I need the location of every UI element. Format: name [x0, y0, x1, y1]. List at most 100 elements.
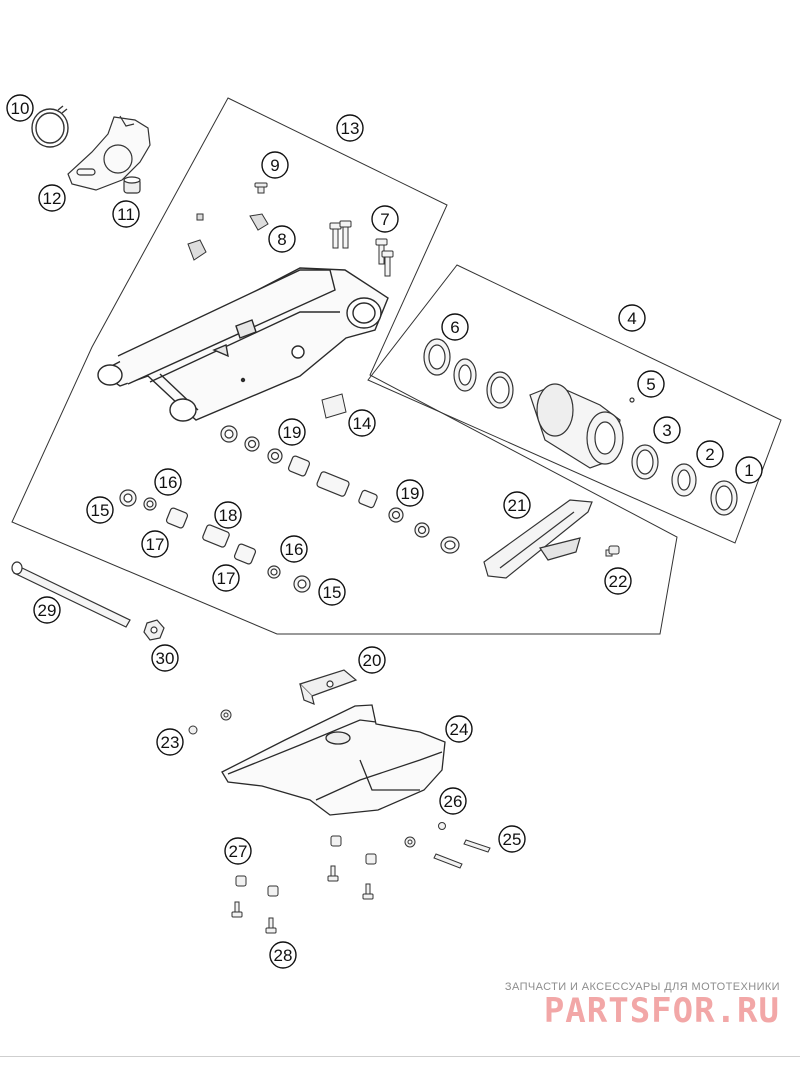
- callout-10: 10: [6, 94, 34, 122]
- callout-circle: [224, 837, 252, 865]
- watermark-logo: PARTSFOR.RU: [544, 991, 780, 1031]
- part-7-bolts: [329, 220, 394, 277]
- callout-number: 26: [444, 792, 463, 811]
- callout-circle: [439, 787, 467, 815]
- bottom-rule: [0, 1056, 800, 1057]
- callout-15b: 15: [318, 578, 346, 606]
- callout-20: 20: [358, 646, 386, 674]
- callout-number: 15: [323, 583, 342, 602]
- callout-30: 30: [151, 644, 179, 672]
- callout-18: 18: [214, 501, 242, 529]
- callout-number: 8: [277, 230, 286, 249]
- callout-17b: 17: [212, 564, 240, 592]
- callout-23: 23: [156, 728, 184, 756]
- callout-number: 14: [353, 414, 372, 433]
- callout-group: 1234567891011121314151516161717181919202…: [6, 94, 763, 969]
- callout-number: 23: [161, 733, 180, 752]
- swingarm-group-frame: [11, 97, 678, 635]
- callout-number: 20: [363, 651, 382, 670]
- callout-28: 28: [269, 941, 297, 969]
- callout-2: 2: [696, 440, 724, 468]
- callout-circle: [318, 578, 346, 606]
- callout-number: 22: [609, 572, 628, 591]
- watermark-tagline: ЗАПЧАСТИ И АКСЕССУАРЫ ДЛЯ МОТОТЕХНИКИ: [505, 981, 780, 993]
- callout-22: 22: [604, 567, 632, 595]
- part-23-nuts: [188, 709, 232, 735]
- callout-circle: [156, 728, 184, 756]
- callout-number: 16: [159, 473, 178, 492]
- callout-26: 26: [439, 787, 467, 815]
- callout-29: 29: [33, 596, 61, 624]
- callout-number: 4: [627, 309, 636, 328]
- part-13-swingarm: [97, 267, 389, 422]
- callout-16b: 16: [280, 535, 308, 563]
- callout-9: 9: [261, 151, 289, 179]
- callout-14: 14: [348, 409, 376, 437]
- callout-25: 25: [498, 825, 526, 853]
- callout-number: 16: [285, 540, 304, 559]
- callout-3: 3: [653, 416, 681, 444]
- callout-number: 30: [156, 649, 175, 668]
- callout-number: 24: [450, 720, 469, 739]
- part-30-nut: [143, 619, 165, 641]
- callout-17a: 17: [141, 530, 169, 558]
- callout-circle: [696, 440, 724, 468]
- callout-27: 27: [224, 837, 252, 865]
- callout-circle: [604, 567, 632, 595]
- callout-number: 2: [705, 445, 714, 464]
- part-29-axle: [11, 561, 131, 628]
- part-8-cable-clips: [187, 213, 269, 261]
- part-24-skid-plate: [221, 704, 446, 816]
- callout-circle: [441, 313, 469, 341]
- callout-number: 7: [380, 210, 389, 229]
- part-20-block: [298, 669, 358, 705]
- callout-number: 15: [91, 501, 110, 520]
- callout-24: 24: [445, 715, 473, 743]
- callout-13: 13: [336, 114, 364, 142]
- callout-number: 13: [341, 119, 360, 138]
- callout-16a: 16: [154, 468, 182, 496]
- callout-circle: [653, 416, 681, 444]
- callout-number: 9: [270, 156, 279, 175]
- callout-circle: [154, 468, 182, 496]
- callout-circle: [6, 94, 34, 122]
- part-14-plate: [321, 393, 347, 419]
- callout-circle: [269, 941, 297, 969]
- callout-4: 4: [618, 304, 646, 332]
- callout-number: 5: [646, 375, 655, 394]
- callout-number: 11: [117, 205, 135, 224]
- callout-number: 1: [744, 461, 753, 480]
- callout-circle: [336, 114, 364, 142]
- part-9-screw: [254, 182, 268, 194]
- callout-number: 21: [508, 496, 527, 515]
- callout-number: 6: [450, 318, 459, 337]
- callout-circle: [280, 535, 308, 563]
- callout-circle: [371, 205, 399, 233]
- callout-19b: 19: [396, 479, 424, 507]
- callout-number: 18: [219, 506, 238, 525]
- callout-11: 11: [112, 200, 140, 228]
- callout-circle: [498, 825, 526, 853]
- callout-1: 1: [735, 456, 763, 484]
- callout-number: 27: [229, 842, 248, 861]
- callout-6: 6: [441, 313, 469, 341]
- callout-circle: [396, 479, 424, 507]
- callout-circle: [358, 646, 386, 674]
- callout-circle: [151, 644, 179, 672]
- callout-number: 3: [662, 421, 671, 440]
- callout-circle: [86, 496, 114, 524]
- callout-circle: [445, 715, 473, 743]
- part-21-chain-slider: [483, 499, 593, 579]
- callout-number: 19: [401, 484, 420, 503]
- callout-number: 29: [38, 601, 57, 620]
- callout-15a: 15: [86, 496, 114, 524]
- callout-number: 12: [43, 189, 62, 208]
- callout-number: 25: [503, 830, 522, 849]
- callout-number: 10: [11, 99, 30, 118]
- part-22-screw: [605, 545, 620, 557]
- callout-circle: [735, 456, 763, 484]
- callout-circle: [214, 501, 242, 529]
- callout-circle: [112, 200, 140, 228]
- part-12-bracket: [67, 115, 151, 191]
